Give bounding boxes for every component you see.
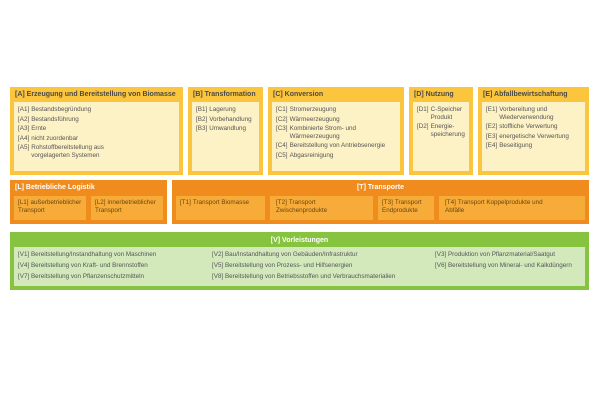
logistics-item-l2: [L2]innerbetrieblicher Transport <box>91 196 163 220</box>
list-item: [V5] Bereitstellung von Prozess- und Hil… <box>212 262 353 269</box>
list-item: [B3]Umwandlung <box>196 125 246 133</box>
category-e-panel: [E1]Vorbereitung und Wiederverwendung [E… <box>482 102 585 171</box>
transport-item-t4: [T4]Transport Koppelprodukte und Abfälle <box>439 196 585 220</box>
list-item: [V6] Bereitstellung von Mineral- und Kal… <box>435 262 572 269</box>
category-e-title: [E] Abfallbewirtschaftung <box>483 91 568 98</box>
preliminary-services-box: [V] Vorleistungen [V1] Bereitstellung/In… <box>10 232 589 290</box>
list-item: [A3]Ernte <box>18 125 47 133</box>
category-c-box: [C] Konversion [C1]Stromerzeugung [C2]Wä… <box>268 87 404 175</box>
list-item: [A1]Bestandsbegründung <box>18 106 92 113</box>
category-a-panel: [A1]Bestandsbegründung [A2]Bestandsführu… <box>14 102 179 171</box>
list-item: [A4]nicht zuordenbar <box>18 134 79 142</box>
transport-item-t2: [T2]Transport Zwischenprodukte <box>270 196 373 220</box>
category-b-box: [B] Transformation [B1]Lagerung [B2]Vorb… <box>188 87 263 175</box>
list-item: [B1]Lagerung <box>196 106 236 113</box>
list-item: [C4]Bereitstellung von Antriebsenergie <box>276 142 386 150</box>
list-item: [E4]Beseitigung <box>486 142 533 150</box>
category-b-title: [B] Transformation <box>193 91 256 98</box>
list-item: [A2]Bestandsführung <box>18 115 79 123</box>
list-item: [V2] Bau/Instandhaltung von Gebäuden/Inf… <box>212 251 358 258</box>
logistics-item-l1: [L1]außerbetrieblicher Transport <box>14 196 86 220</box>
category-d-panel: [D1]C-Speicher Produkt [D2]Energie-speic… <box>413 102 469 171</box>
category-c-panel: [C1]Stromerzeugung [C2]Wärmeerzeugung [C… <box>272 102 400 171</box>
list-item: [A5]Rohstoffbereitstellung aus vorgelage… <box>18 144 104 159</box>
list-item: [C5]Abgasreinigung <box>276 151 334 159</box>
category-d-box: [D] Nutzung [D1]C-Speicher Produkt [D2]E… <box>409 87 473 175</box>
category-e-box: [E] Abfallbewirtschaftung [E1]Vorbereitu… <box>478 87 589 175</box>
list-item: [V4] Bereitstellung von Kraft- und Brenn… <box>18 262 148 269</box>
category-b-panel: [B1]Lagerung [B2]Vorbehandlung [B3]Umwan… <box>192 102 259 171</box>
list-item: [B2]Vorbehandlung <box>196 115 252 123</box>
list-item: [E1]Vorbereitung und Wiederverwendung <box>486 106 554 121</box>
list-item: [V7] Bereitstellung von Pflanzenschutzmi… <box>18 273 145 280</box>
list-item: [V1] Bereitstellung/Instandhaltung von M… <box>18 251 157 258</box>
transport-title: [T] Transporte <box>356 184 405 191</box>
logistics-box: [L] Betriebliche Logistik [L1]außerbetri… <box>10 180 167 224</box>
list-item: [D1]C-Speicher Produkt <box>417 106 463 121</box>
list-item: [V3] Produktion von Pflanzmaterial/Saatg… <box>435 251 556 258</box>
category-c-title: [C] Konversion <box>273 91 324 98</box>
list-item: [D2]Energie-speicherung <box>417 123 465 138</box>
list-item: [V8] Bereitstellung von Betriebsstoffen … <box>212 273 396 280</box>
preliminary-services-panel: [V1] Bereitstellung/Instandhaltung von M… <box>14 247 585 286</box>
list-item: [C3]Kombinierte Strom- und Wärmeerzeugun… <box>276 125 357 140</box>
list-item: [C1]Stromerzeugung <box>276 106 337 113</box>
list-item: [C2]Wärmeerzeugung <box>276 115 340 123</box>
category-a-title: [A] Erzeugung und Bereitstellung von Bio… <box>15 91 176 98</box>
transport-box: [T] Transporte [T1]Transport Biomasse [T… <box>172 180 589 224</box>
transport-item-t3: [T3]Transport Endprodukte <box>378 196 434 220</box>
category-d-title: [D] Nutzung <box>414 91 454 98</box>
category-a-box: [A] Erzeugung und Bereitstellung von Bio… <box>10 87 183 175</box>
list-item: [E2]stoffliche Verwertung <box>486 123 558 131</box>
list-item: [E3]energetische Verwertung <box>486 132 569 140</box>
category-a-list: [A1]Bestandsbegründung [A2]Bestandsführu… <box>18 106 175 160</box>
transport-item-t1: [T1]Transport Biomasse <box>176 196 265 220</box>
preliminary-services-title: [V] Vorleistungen <box>270 237 329 244</box>
logistics-title: [L] Betriebliche Logistik <box>15 184 95 191</box>
